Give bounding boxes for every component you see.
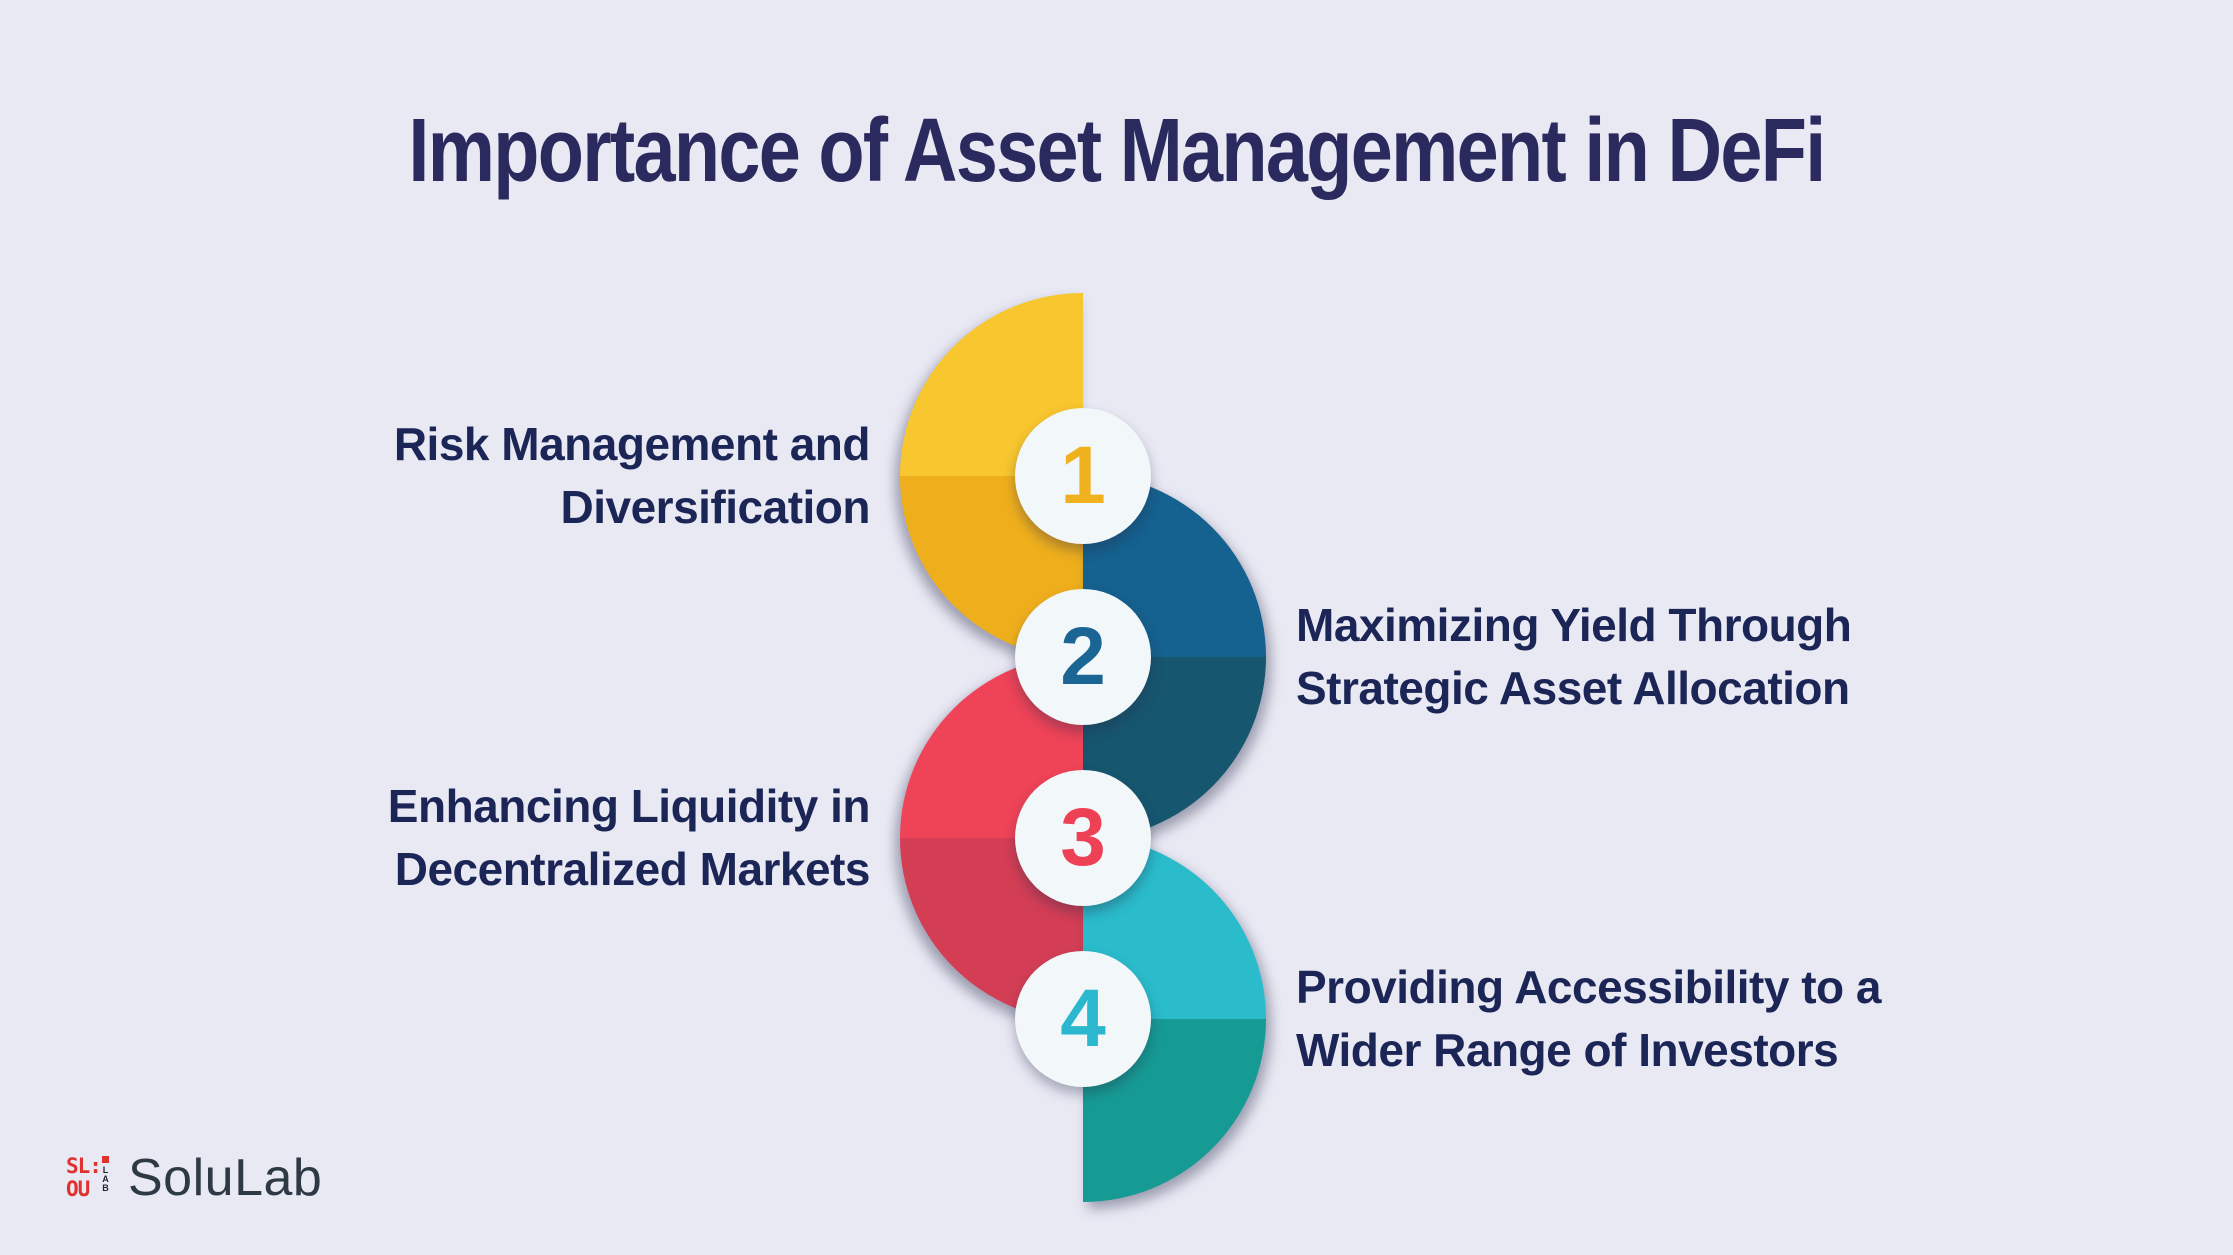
step-label-1: Risk Management and Diversification	[393, 413, 871, 539]
step-label-1-line-1: Risk Management and	[393, 418, 871, 470]
step-label-4: Providing Accessibility to a Wider Range…	[1296, 956, 1882, 1082]
step-number-circle-3: 3	[1015, 770, 1151, 906]
step-label-4-line-2: Wider Range of Investors	[1296, 1024, 1839, 1076]
solulab-logo-icon-top: SL:	[66, 1154, 102, 1178]
step-label-1-line-2: Diversification	[560, 481, 871, 533]
step-label-2-line-1: Maximizing Yield Through	[1296, 599, 1852, 651]
solulab-logo-text: SoluLab	[128, 1149, 323, 1207]
step-label-2-line-2: Strategic Asset Allocation	[1296, 662, 1850, 714]
step-number-2: 2	[1060, 611, 1106, 702]
solulab-logo-icon-bottom: OU	[66, 1177, 90, 1201]
step-number-3: 3	[1060, 792, 1106, 883]
step-label-2: Maximizing Yield Through Strategic Asset…	[1296, 594, 1852, 720]
step-number-circle-1: 1	[1015, 408, 1151, 544]
step-label-3-line-2: Decentralized Markets	[394, 843, 871, 895]
step-number-circle-2: 2	[1015, 589, 1151, 725]
solulab-logo-icon-square	[101, 1156, 109, 1163]
page-title: Importance of Asset Management in DeFi	[408, 101, 1826, 201]
step-label-3-line-1: Enhancing Liquidity in	[387, 780, 871, 832]
step-label-3: Enhancing Liquidity in Decentralized Mar…	[387, 775, 871, 901]
step-number-circle-4: 4	[1015, 951, 1151, 1087]
step-label-4-line-1: Providing Accessibility to a	[1296, 961, 1882, 1013]
step-number-1: 1	[1060, 430, 1106, 521]
solulab-logo-icon-letters: SL: OU	[66, 1154, 102, 1201]
step-number-4: 4	[1060, 973, 1106, 1064]
